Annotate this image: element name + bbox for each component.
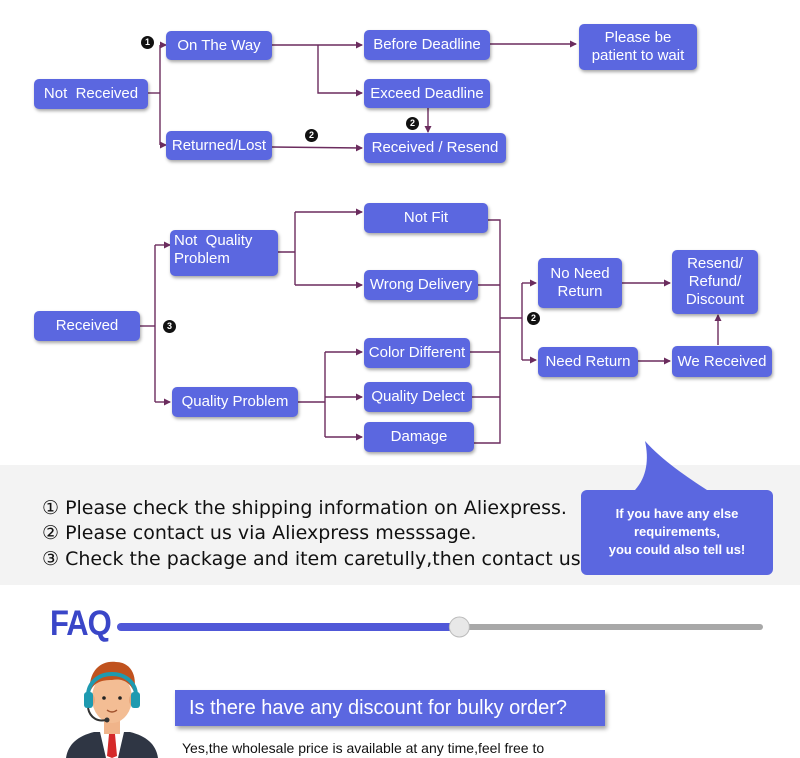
node-exceed-deadline: Exceed Deadline: [364, 79, 490, 108]
slider-fill: [117, 623, 460, 631]
node-quality-defect: Quality Delect: [364, 382, 472, 412]
node-no-need-return: No Need Return: [538, 258, 622, 308]
step-badge-2: 2: [406, 117, 419, 130]
note-line-1: ① Please check the shipping information …: [42, 497, 567, 519]
node-label-line: Resend/: [687, 255, 743, 272]
node-not-quality-problem: Not Quality Problem: [170, 230, 278, 276]
slider-knob-icon: [448, 616, 470, 638]
node-need-return: Need Return: [538, 347, 638, 377]
node-label: Quality Problem: [181, 393, 289, 410]
faq-title: FAQ: [50, 603, 112, 644]
node-label-line: Discount: [685, 291, 745, 308]
node-label: Damage: [390, 428, 448, 445]
node-label: Received: [55, 317, 119, 334]
node-label-line: No Need: [550, 265, 610, 282]
node-label-line: Refund/: [688, 273, 742, 290]
node-before-deadline: Before Deadline: [364, 30, 490, 60]
node-not-received: Not Received: [34, 79, 148, 109]
node-label: Received / Resend: [371, 139, 499, 156]
flowchart-connectors: [140, 40, 722, 444]
bubble-line: you could also tell us!: [608, 542, 746, 557]
customer-service-agent-icon: [66, 661, 158, 758]
node-we-received: We Received: [672, 346, 772, 377]
note-line-2: ② Please contact us via Aliexpress messs…: [42, 522, 477, 544]
node-label: Not Fit: [403, 209, 449, 226]
step-badge-3: 3: [163, 320, 176, 333]
node-not-fit: Not Fit: [364, 203, 488, 233]
bubble-text: If you have any else requirements, you c…: [583, 505, 771, 559]
faq-progress-slider: [117, 616, 763, 638]
node-label: Quality Delect: [371, 388, 465, 405]
node-label: We Received: [677, 352, 767, 370]
note-line-3: ③ Check the package and item caretully,t…: [42, 548, 587, 570]
node-on-the-way: On The Way: [166, 31, 272, 60]
faq-answer: Yes,the wholesale price is available at …: [182, 740, 545, 756]
step-badge-1: 1: [141, 36, 154, 49]
bubble-line: If you have any else: [615, 506, 739, 521]
node-returned-lost: Returned/Lost: [166, 131, 272, 160]
node-label-line: Please be: [604, 29, 672, 46]
node-label: Exceed Deadline: [370, 84, 484, 102]
node-label-line: Not Quality: [174, 232, 253, 249]
node-label-line: patient to wait: [591, 47, 685, 64]
node-resend-refund-discount: Resend/ Refund/ Discount: [672, 250, 758, 314]
bubble-line: requirements,: [634, 524, 720, 539]
faq-question: Is there have any discount for bulky ord…: [175, 690, 605, 726]
node-label-line: Return: [557, 283, 603, 300]
node-label: Wrong Delivery: [369, 276, 473, 293]
node-please-wait: Please be patient to wait: [579, 24, 697, 70]
speech-bubble-icon: [581, 441, 773, 575]
node-label: Need Return: [545, 353, 631, 370]
node-damage: Damage: [364, 422, 474, 452]
node-label: Before Deadline: [373, 36, 481, 53]
node-label: On The Way: [177, 36, 261, 54]
node-received: Received: [34, 311, 140, 341]
node-label: Returned/Lost: [171, 136, 267, 154]
node-label: Color Different: [368, 344, 466, 361]
node-label: Not Received: [43, 85, 139, 102]
step-badge-2: 2: [527, 312, 540, 325]
step-badge-2: 2: [305, 129, 318, 142]
node-wrong-delivery: Wrong Delivery: [364, 270, 478, 300]
node-received-resend: Received / Resend: [364, 133, 506, 163]
node-label-line: Problem: [174, 250, 230, 267]
node-color-different: Color Different: [364, 338, 470, 368]
node-quality-problem: Quality Problem: [172, 387, 298, 417]
